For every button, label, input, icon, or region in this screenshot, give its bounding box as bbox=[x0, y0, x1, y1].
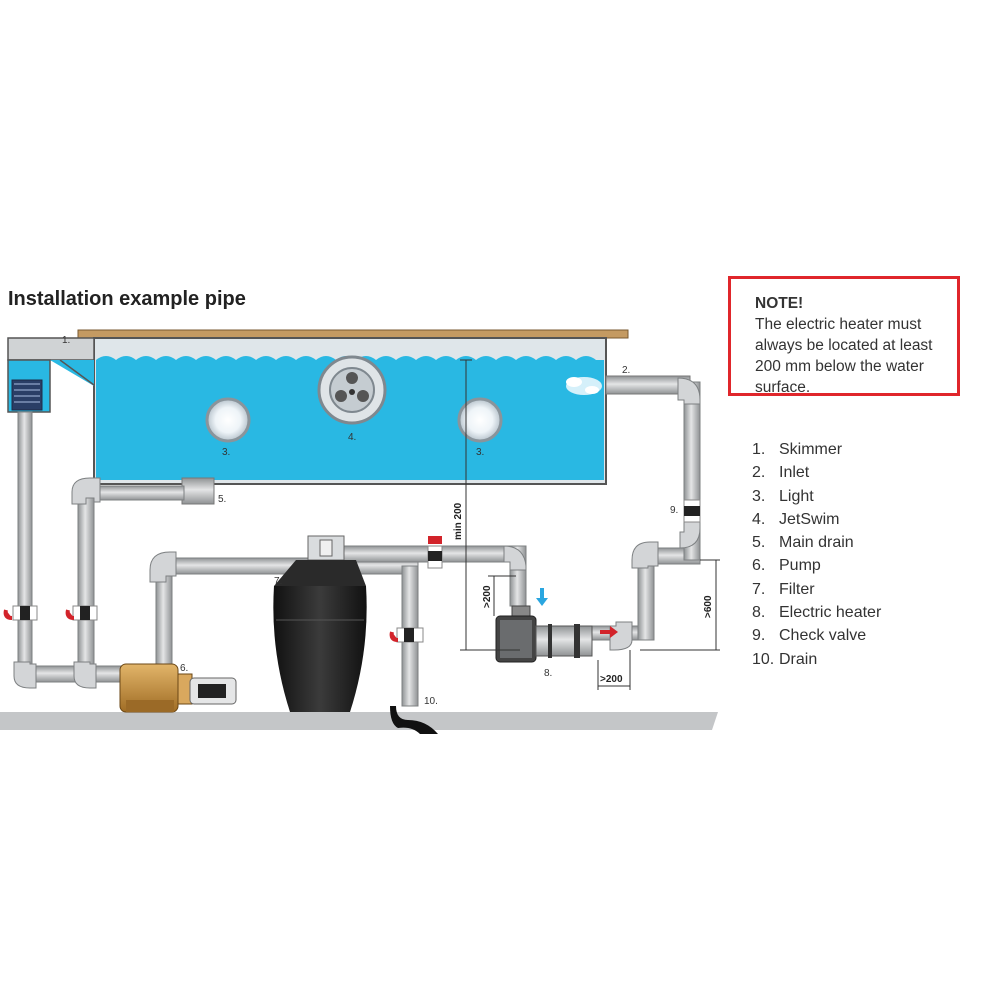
legend-item: 2.Inlet bbox=[752, 464, 810, 482]
light-left bbox=[205, 397, 251, 443]
note-box: NOTE! The electric heater must always be… bbox=[728, 276, 960, 396]
label-jetswim: 4. bbox=[348, 432, 356, 443]
valve-skimmer bbox=[3, 605, 38, 621]
check-valve bbox=[683, 499, 701, 523]
jetswim bbox=[317, 355, 387, 425]
inlet bbox=[566, 375, 691, 395]
legend-item: 9.Check valve bbox=[752, 627, 867, 645]
note-heading: NOTE! bbox=[755, 295, 804, 312]
legend-item: 3.Light bbox=[752, 487, 814, 505]
flow-arrow-right-icon bbox=[600, 626, 618, 638]
main-drain bbox=[181, 477, 215, 505]
drain bbox=[390, 706, 438, 734]
label-light-left: 3. bbox=[222, 447, 230, 458]
filter bbox=[273, 535, 367, 712]
dimension-lines bbox=[460, 359, 720, 690]
label-heater: 8. bbox=[544, 668, 552, 679]
skimmer bbox=[7, 337, 95, 413]
valve-main-drain bbox=[65, 605, 98, 621]
label-main-drain: 5. bbox=[218, 494, 226, 505]
dimension-heater-height: >600 bbox=[703, 595, 714, 618]
label-filter: 7. bbox=[274, 576, 282, 587]
legend-item: 8.Electric heater bbox=[752, 604, 882, 622]
legend-item: 1.Skimmer bbox=[752, 441, 843, 458]
dimension-heater-side: >200 bbox=[600, 674, 623, 685]
pump bbox=[119, 663, 237, 713]
label-drain: 10. bbox=[424, 696, 438, 707]
label-light-right: 3. bbox=[476, 447, 484, 458]
label-inlet: 2. bbox=[622, 365, 630, 376]
label-skimmer: 1. bbox=[62, 335, 70, 346]
valve-filter-outlet bbox=[427, 536, 443, 569]
pipe-elbows bbox=[13, 377, 701, 689]
label-pump: 6. bbox=[180, 663, 188, 674]
label-check-valve: 9. bbox=[670, 505, 678, 516]
light-right bbox=[457, 397, 503, 443]
pool-deck bbox=[77, 329, 629, 339]
dimension-heater-top: >200 bbox=[482, 585, 493, 608]
legend-list: 1.Skimmer 2.Inlet 3.Light 4.JetSwim 5.Ma… bbox=[752, 438, 881, 671]
valve-drain bbox=[389, 627, 424, 643]
legend-item: 4.JetSwim bbox=[752, 510, 840, 528]
legend-item: 7.Filter bbox=[752, 580, 815, 598]
page-title: Installation example pipe bbox=[8, 288, 246, 310]
dimension-min-depth: min 200 bbox=[453, 502, 464, 540]
ground bbox=[0, 712, 718, 730]
pool-installation-diagram: 1. 2. 3. 3. 4. 5. bbox=[0, 329, 720, 734]
flow-arrow-down-icon bbox=[536, 588, 548, 606]
legend-item: 5.Main drain bbox=[752, 534, 854, 552]
legend-item: 10.Drain bbox=[752, 650, 818, 668]
electric-heater bbox=[495, 605, 593, 663]
legend-item: 6.Pump bbox=[752, 557, 821, 575]
note-body: The electric heater must always be locat… bbox=[755, 316, 933, 396]
